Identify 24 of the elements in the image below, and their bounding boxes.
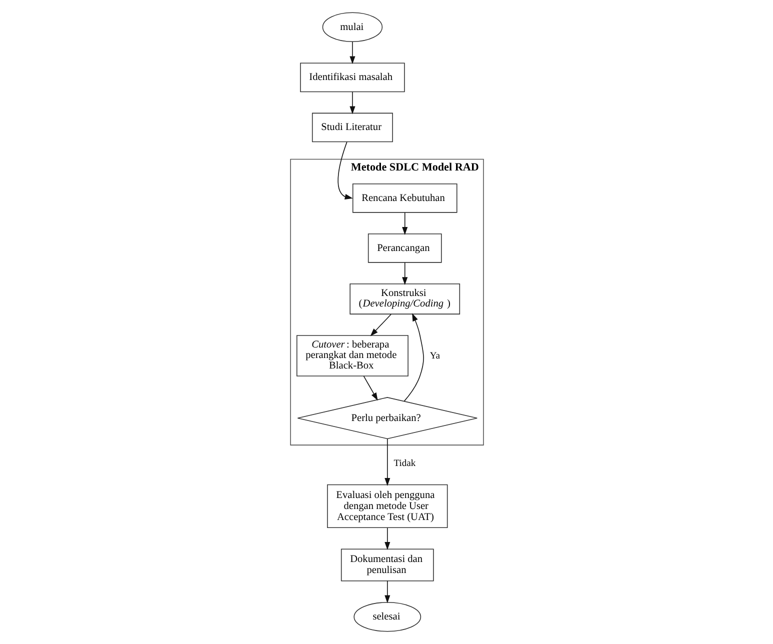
arrow xyxy=(384,580,390,604)
node-box: Perancangan xyxy=(367,233,442,263)
node-diamond: Perlu perbaikan? xyxy=(296,397,478,440)
arrow xyxy=(337,142,352,200)
node-box: Rencana Kebutuhan xyxy=(352,183,457,213)
arrow xyxy=(403,313,424,402)
node-box: Studi Literatur xyxy=(311,112,392,142)
node-box: Cutover : beberapa perangkat dan metode Black-Box xyxy=(296,335,408,376)
arrow xyxy=(362,376,378,401)
edge-label: Tidak xyxy=(393,458,416,469)
arrow xyxy=(384,528,390,550)
arrow xyxy=(384,438,390,486)
arrow xyxy=(370,314,391,336)
node-box: Konstruksi (Developing/Coding) xyxy=(349,284,460,314)
node-ellipse: mulai xyxy=(322,12,382,42)
arrow xyxy=(349,92,355,114)
node-box: Identifikasi masalah xyxy=(300,62,404,92)
arrow xyxy=(402,262,408,286)
node-ellipse: selesai xyxy=(353,602,421,632)
edge-label: Ya xyxy=(429,352,440,362)
node-box: Dokumentasi dan penulisan xyxy=(340,548,434,582)
arrow xyxy=(402,212,408,235)
node-box: Evaluasi oleh pengguna dengan metode User Acceptance Test (UAT) xyxy=(326,484,448,528)
arrow xyxy=(349,41,355,64)
